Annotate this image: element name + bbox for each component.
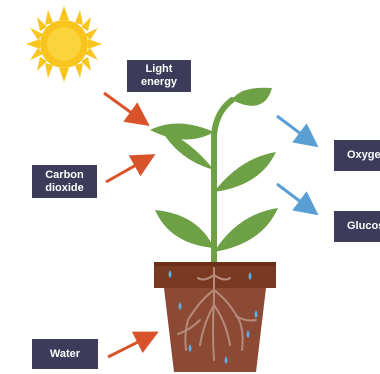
glucose-label: Glucose xyxy=(334,211,380,242)
leaf-low-left xyxy=(155,210,214,248)
oxygen-arrow xyxy=(277,116,309,140)
leaf-top-left xyxy=(150,123,214,139)
light-energy-label: Light energy xyxy=(127,60,191,92)
light-energy-arrow xyxy=(104,93,140,119)
sun-icon xyxy=(26,6,102,82)
leaf-top-right xyxy=(232,88,272,106)
glucose-arrow xyxy=(277,184,309,208)
leaf-low-right xyxy=(214,208,278,252)
carbon-dioxide-label: Carbon dioxide xyxy=(32,165,97,198)
water-label: Water xyxy=(32,339,98,369)
water-arrow xyxy=(108,337,148,357)
leaf-mid-right xyxy=(214,152,276,192)
carbon-dioxide-arrow xyxy=(106,160,145,182)
oxygen-label: Oxygen xyxy=(334,140,380,171)
